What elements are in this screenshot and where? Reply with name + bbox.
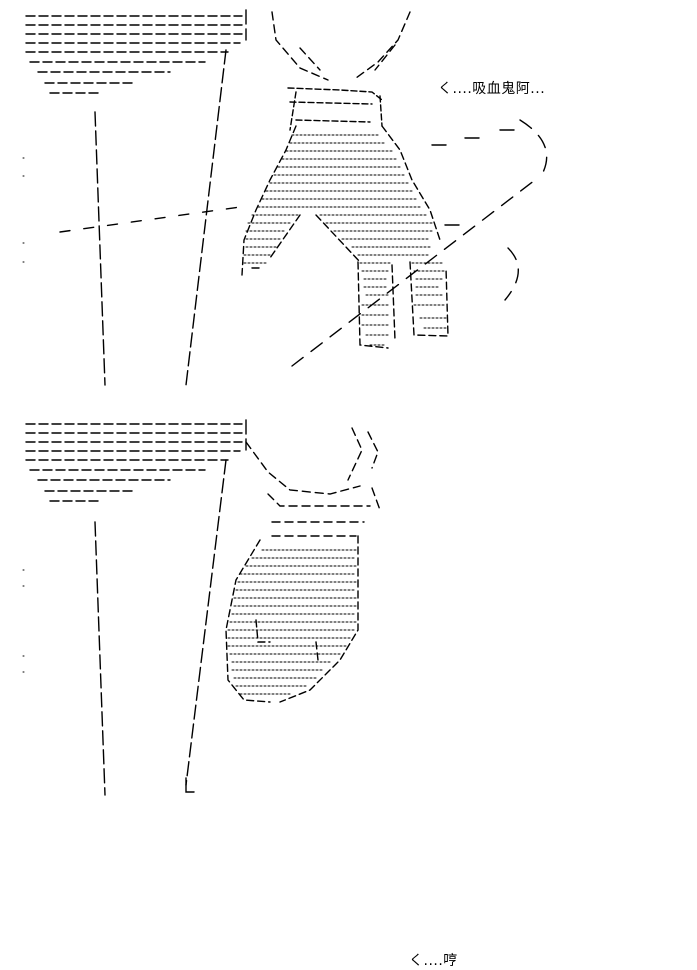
- comic-panel-bottom: く....哼: [0, 410, 697, 969]
- speech-caption-top: く....吸血鬼阿...: [438, 81, 546, 97]
- ascii-art-illustration-bottom: [22, 419, 381, 796]
- ascii-art-illustration-top: [22, 9, 548, 386]
- comic-panel-top: く....吸血鬼阿...: [0, 0, 697, 395]
- speech-caption-bottom: く....哼: [409, 953, 458, 969]
